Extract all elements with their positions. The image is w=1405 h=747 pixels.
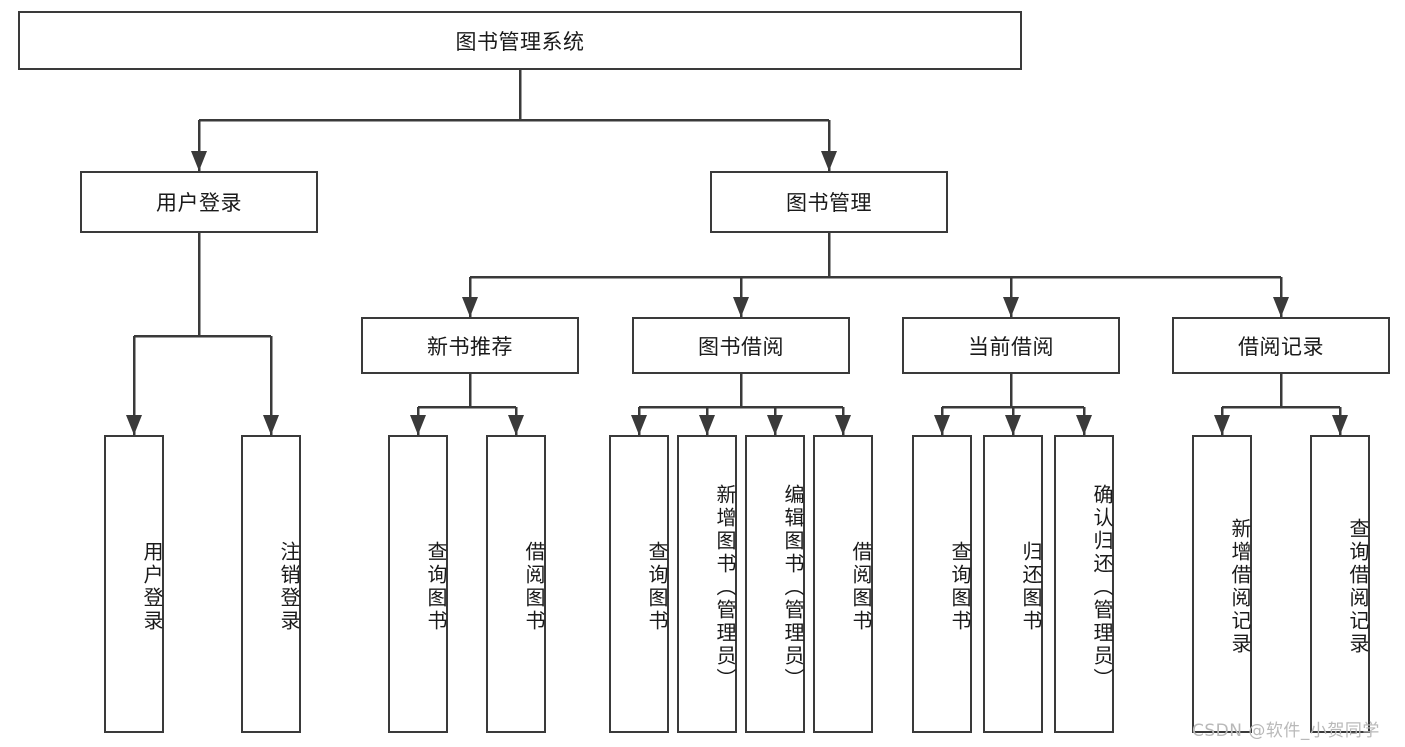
node-leaf-query-book-2[interactable]: 查询图书 [609, 435, 669, 733]
connector-arrowhead [699, 415, 715, 435]
node-leaf-query-book-1[interactable]: 查询图书 [388, 435, 448, 733]
node-book-borrow[interactable]: 图书借阅 [632, 317, 850, 374]
node-label: 图书管理系统 [455, 29, 585, 54]
node-leaf-add-book[interactable]: 新增图书（管理员） [677, 435, 737, 733]
connector-arrowhead [1332, 415, 1348, 435]
node-leaf-confirm-return[interactable]: 确认归还（管理员） [1054, 435, 1114, 733]
node-label: 图书借阅 [698, 334, 784, 359]
node-label: 新书推荐 [427, 334, 513, 359]
connector-arrowhead [1076, 415, 1092, 435]
node-label: 图书管理 [786, 191, 872, 215]
node-label: 确认归还（管理员） [1090, 483, 1114, 691]
connector-arrowhead [1005, 415, 1021, 435]
node-leaf-query-book-3[interactable]: 查询图书 [912, 435, 972, 733]
node-label: 查询图书 [948, 541, 972, 633]
connector-arrowhead [767, 415, 783, 435]
connector-arrowhead [508, 415, 524, 435]
connector-arrowhead [126, 415, 142, 435]
node-label: 注销登录 [277, 541, 301, 633]
csdn-watermark: CSDN @软件_小贺同学 [1192, 721, 1380, 741]
node-leaf-borrow-book-2[interactable]: 借阅图书 [813, 435, 873, 733]
connector-arrowhead [934, 415, 950, 435]
connector-arrowhead [835, 415, 851, 435]
connector-arrowhead [462, 297, 478, 317]
connector-arrowhead [1273, 297, 1289, 317]
connector-arrowhead [410, 415, 426, 435]
connector-arrowhead [821, 151, 837, 171]
connector-arrowhead [1214, 415, 1230, 435]
node-label: 新增借阅记录 [1228, 518, 1252, 656]
node-user-login[interactable]: 用户登录 [80, 171, 318, 233]
node-leaf-borrow-book-1[interactable]: 借阅图书 [486, 435, 546, 733]
node-label: 编辑图书（管理员） [781, 483, 805, 691]
node-leaf-add-record[interactable]: 新增借阅记录 [1192, 435, 1252, 733]
node-label: 借阅记录 [1238, 334, 1324, 359]
connector-arrowhead [263, 415, 279, 435]
connector-arrowhead [191, 151, 207, 171]
connector-arrowhead [631, 415, 647, 435]
node-leaf-return-book[interactable]: 归还图书 [983, 435, 1043, 733]
node-label: 用户登录 [156, 191, 242, 215]
node-new-book-rec[interactable]: 新书推荐 [361, 317, 579, 374]
node-leaf-user-login[interactable]: 用户登录 [104, 435, 164, 733]
node-label: 归还图书 [1019, 541, 1043, 633]
node-leaf-edit-book[interactable]: 编辑图书（管理员） [745, 435, 805, 733]
node-label: 借阅图书 [522, 541, 546, 633]
node-label: 查询图书 [424, 541, 448, 633]
node-label: 查询图书 [645, 541, 669, 633]
node-label: 查询借阅记录 [1346, 518, 1370, 656]
node-label: 用户登录 [140, 541, 164, 633]
node-label: 借阅图书 [849, 541, 873, 633]
node-root[interactable]: 图书管理系统 [18, 11, 1022, 70]
node-label: 当前借阅 [968, 334, 1054, 359]
node-book-manage[interactable]: 图书管理 [710, 171, 948, 233]
connector-arrowhead [733, 297, 749, 317]
node-label: 新增图书（管理员） [713, 483, 737, 691]
node-borrow-record[interactable]: 借阅记录 [1172, 317, 1390, 374]
node-leaf-query-record[interactable]: 查询借阅记录 [1310, 435, 1370, 733]
connector-arrowhead [1003, 297, 1019, 317]
node-current-borrow[interactable]: 当前借阅 [902, 317, 1120, 374]
node-leaf-logout[interactable]: 注销登录 [241, 435, 301, 733]
